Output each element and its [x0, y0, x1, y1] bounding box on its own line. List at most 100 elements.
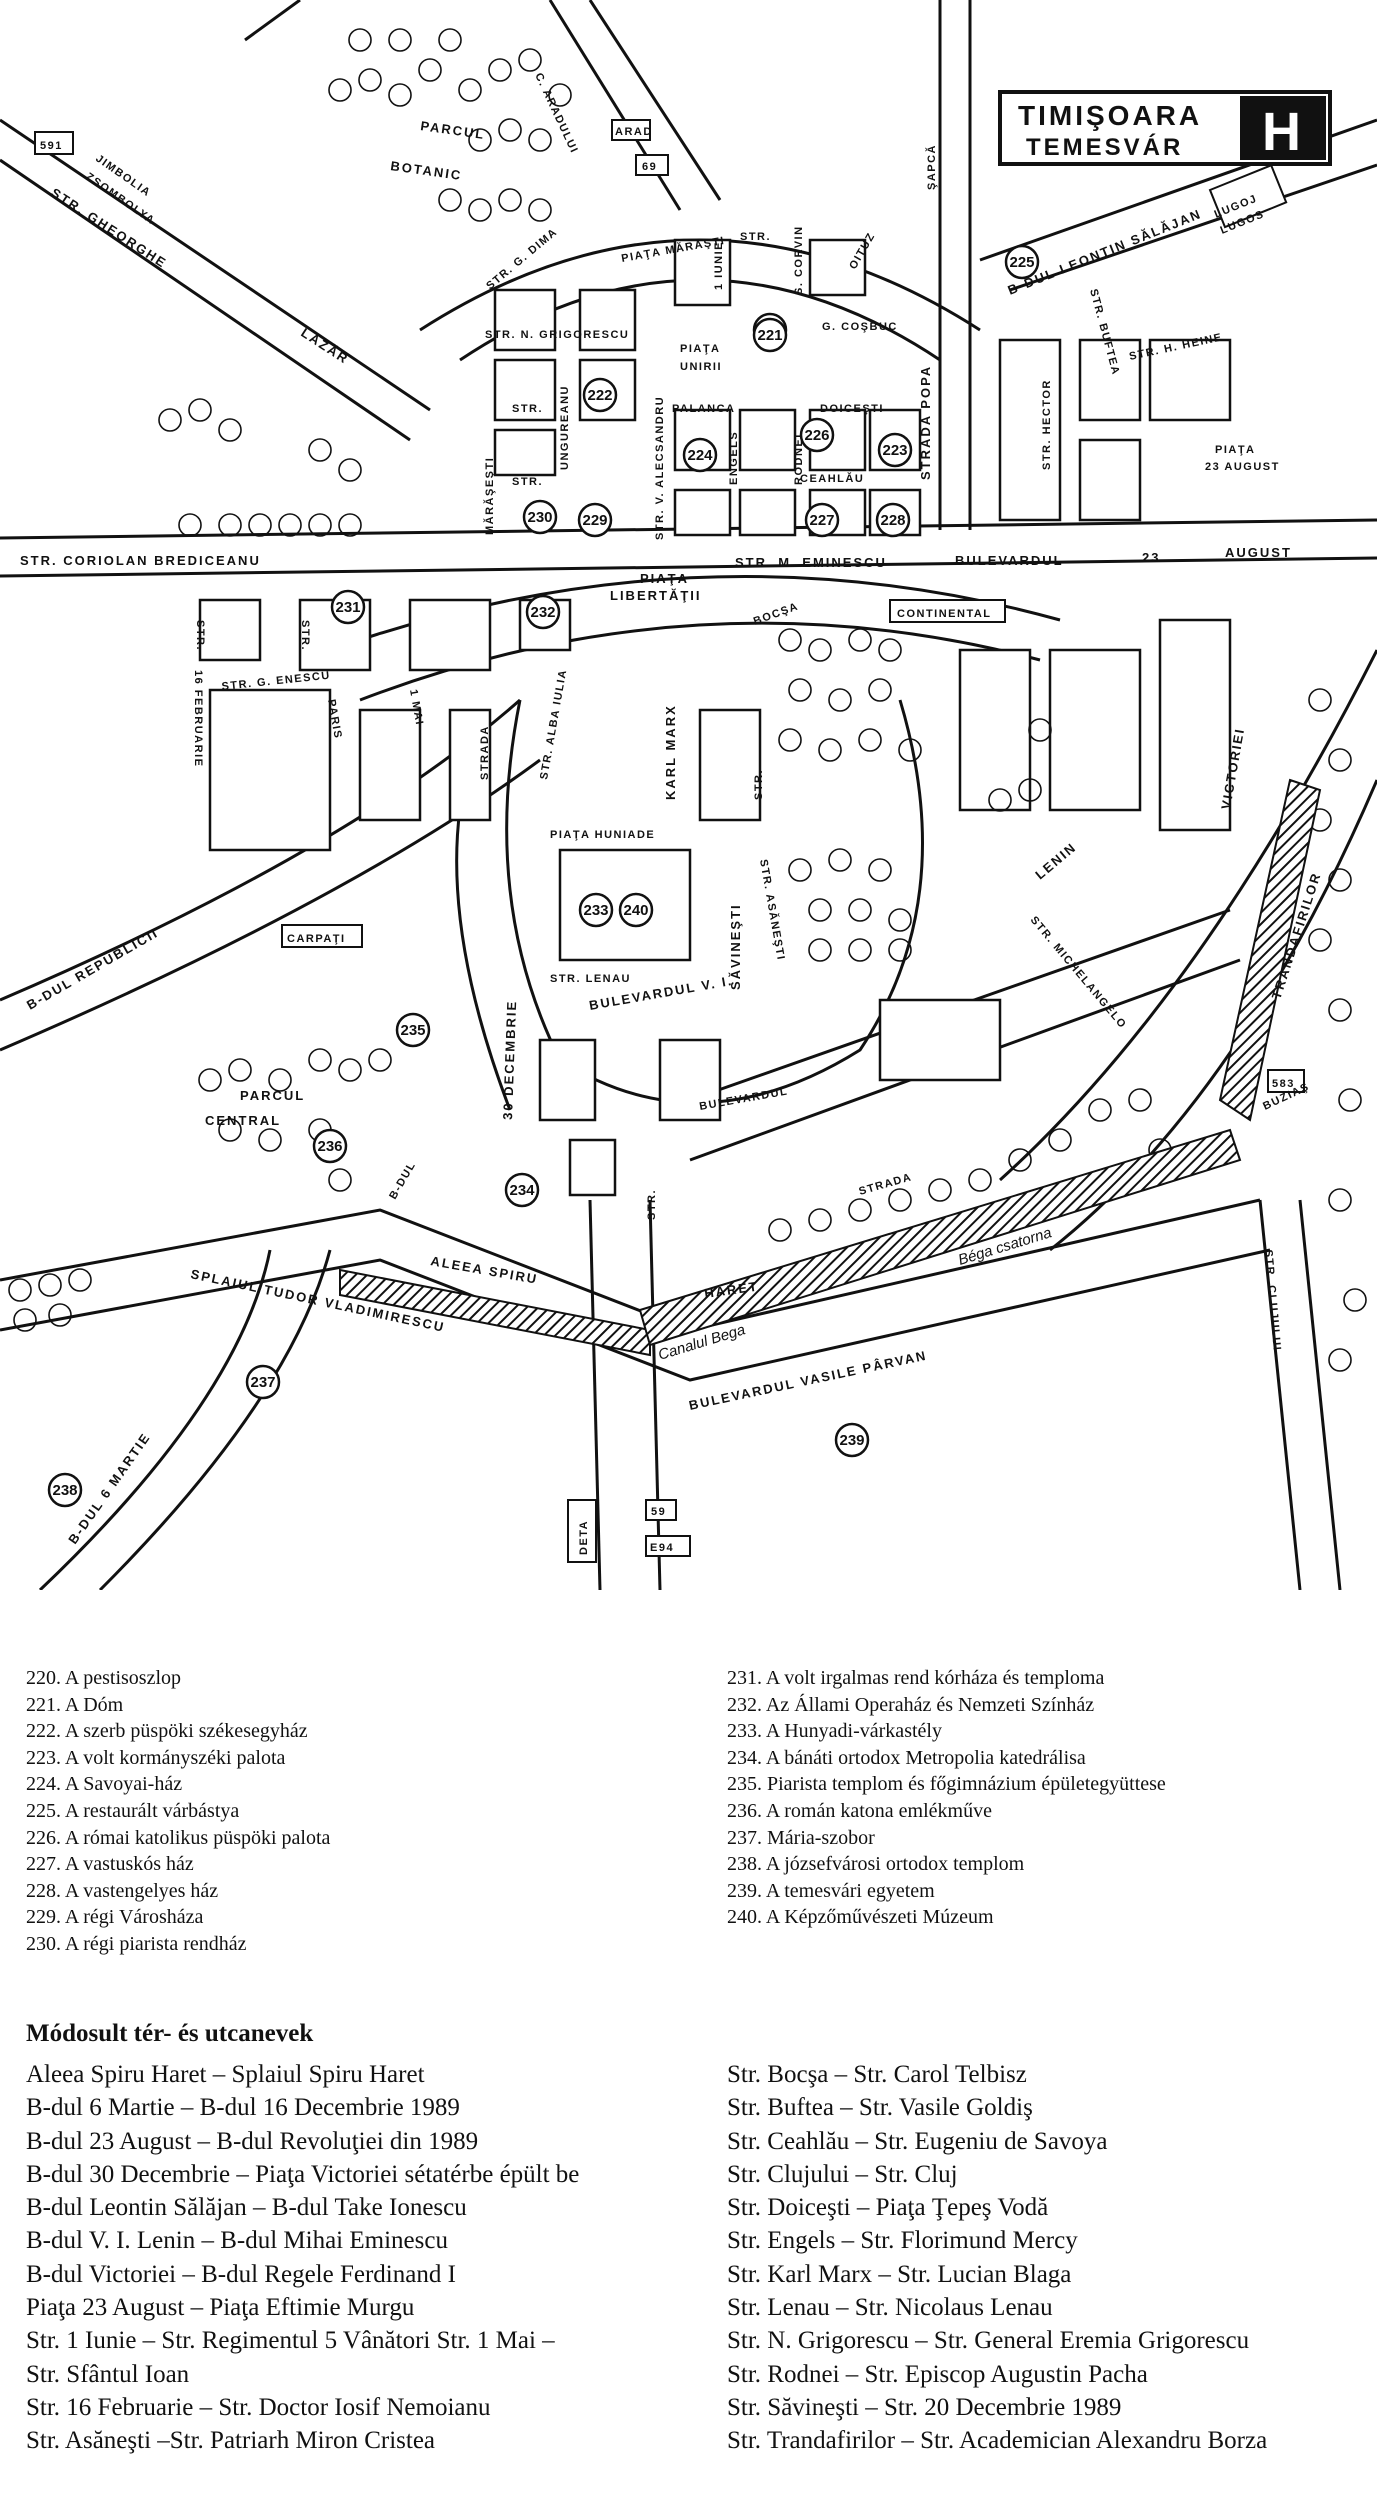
label-august: AUGUST [1225, 545, 1292, 560]
legend-item: 223. A volt kormányszéki palota [26, 1746, 286, 1769]
label-strada-bega: STRADA [858, 1171, 914, 1198]
label-marasesti: MĂRĂŞEŞTI [483, 457, 496, 535]
landmark-number: 227 [809, 512, 834, 529]
label-corvin: S. CORVIN [793, 225, 805, 295]
landmark-marker: 227 [804, 502, 840, 538]
street-change-item: Str. N. Grigorescu – Str. General Eremia… [727, 2327, 1250, 2355]
legend-item: 237. Mária-szobor [727, 1826, 875, 1849]
label-piata-lib-2: LIBERTĂŢII [610, 588, 702, 603]
street-change-item: Str. Ceahlău – Str. Eugeniu de Savoya [727, 2127, 1108, 2155]
title-hu: TEMESVÁR [1026, 133, 1183, 161]
landmark-number: 232 [530, 604, 555, 621]
street-change-item: Str. Lenau – Str. Nicolaus Lenau [727, 2294, 1053, 2322]
label-huniade: PIAŢA HUNIADE [550, 829, 655, 841]
street-change-item: B-dul Leontin Sălăjan – B-dul Take Iones… [26, 2194, 467, 2222]
legend-item: 225. A restaurált várbástya [26, 1799, 240, 1822]
street-change-item: Str. Asăneşti –Str. Patriarh Miron Crist… [26, 2427, 436, 2455]
street-change-item: B-dul Victoriei – B-dul Regele Ferdinand… [26, 2260, 456, 2288]
label-str-marx: STR. [753, 769, 765, 800]
legend-item: 232. Az Állami Operaház és Nemzeti Szính… [727, 1693, 1095, 1716]
landmark-number: 238 [52, 1482, 77, 1499]
label-rodnei: RODNEI [793, 433, 805, 485]
street-change-item: Str. Săvineşti – Str. 20 Decembrie 1989 [727, 2393, 1122, 2421]
landmark-number: 235 [400, 1022, 425, 1039]
label-august-23: 23 AUGUST [1205, 461, 1280, 473]
label-engels: ENGELS [728, 431, 740, 485]
label-botanic: BOTANIC [390, 158, 464, 183]
label-str-bottom: STR. [646, 1189, 658, 1220]
changes-title: Módosult tér- és utcanevek [26, 2020, 314, 2047]
landmark-number: 223 [882, 442, 907, 459]
legend-item: 226. A római katolikus püspöki palota [26, 1826, 331, 1849]
legend-item: 220. A pestisoszlop [26, 1667, 182, 1689]
legend-item: 224. A Savoyai-ház [26, 1773, 183, 1796]
city-map: TIMIŞOARA TEMESVÁR H PARCUL BOTANIC C. A… [0, 0, 1377, 1590]
legend-item: 227. A vastuskós ház [26, 1853, 194, 1876]
landmark-marker: 234 [504, 1172, 540, 1208]
legend-item: 235. Piarista templom és főgimnázium épü… [727, 1773, 1166, 1796]
park-trees [8, 28, 1367, 1372]
label-cosbuc: G. COŞBUC [822, 321, 898, 333]
label-road591: 591 [40, 140, 63, 152]
street-change-item: Str. Rodnei – Str. Episcop Augustin Pach… [727, 2360, 1148, 2388]
label-lenin: LENIN [1032, 839, 1079, 882]
landmark-marker: 232 [525, 594, 561, 630]
label-piata-unirii-2: UNIRII [680, 361, 722, 373]
landmark-marker: 238 [47, 1472, 83, 1508]
street-change-item: Aleea Spiru Haret – Splaiul Spiru Haret [26, 2061, 425, 2088]
street-change-item: Str. Clujului – Str. Cluj [727, 2160, 958, 2188]
label-parvan: BULEVARDUL VASILE PÂRVAN [688, 1348, 929, 1413]
landmark-marker: 239 [834, 1422, 870, 1458]
landmark-marker: 229 [577, 502, 613, 538]
label-road59: 59 [651, 1506, 666, 1518]
street-change-item: B-dul 6 Martie – B-dul 16 Decembrie 1989 [26, 2094, 460, 2122]
label-ungureanu: UNGUREANU [559, 385, 571, 470]
label-clujului: STR. CLUJULUI [1262, 1249, 1283, 1352]
street-change-item: Str. Buftea – Str. Vasile Goldiş [727, 2094, 1033, 2122]
landmark-number: 233 [583, 902, 608, 919]
street-change-item: B-dul 23 August – B-dul Revoluţiei din 1… [26, 2127, 479, 2155]
legend-item: 234. A bánáti ortodox Metropolia katedrá… [727, 1746, 1086, 1769]
label-carpati: CARPAŢI [287, 933, 346, 945]
label-lazar: LAZĂR [298, 325, 351, 367]
label-continental: CONTINENTAL [897, 608, 992, 620]
legend-item: 233. A Hunyadi-várkastély [727, 1720, 942, 1743]
title-ro: TIMIŞOARA [1018, 100, 1202, 131]
landmark-number: 239 [839, 1432, 864, 1449]
street-change-item: Str. Bocşa – Str. Carol Telbisz [727, 2061, 1027, 2088]
legend-item: 221. A Dóm [26, 1693, 124, 1716]
legend-item: 228. A vastengelyes ház [26, 1879, 219, 1902]
street-change-item: Str. 16 Februarie – Str. Doctor Iosif Ne… [26, 2393, 491, 2421]
label-republicii: B-DUL REPUBLICII [24, 925, 161, 1013]
label-decembrie: 30 DECEMBRIE [500, 1000, 519, 1121]
label-piata-23: PIAŢA [1215, 444, 1256, 456]
legend-item: 231. A volt irgalmas rend kórháza és tem… [727, 1667, 1105, 1689]
landmark-marker: 230 [522, 499, 558, 535]
landmark-number: 229 [582, 512, 607, 529]
label-asanesti: STR. ASĂNEŞTI [757, 858, 788, 962]
label-popa: STRADA POPA [918, 365, 933, 480]
label-iunie: 1 IUNIE [713, 241, 725, 290]
label-alba-iulia: STR. ALBA IULIA [538, 668, 569, 781]
label-parcul: PARCUL [420, 118, 487, 142]
label-str-16: STR. [194, 620, 206, 651]
landmark-marker: 237 [245, 1364, 281, 1400]
legend-item: 229. A régi Városháza [26, 1906, 204, 1929]
label-bdul-30: B-DUL [387, 1159, 418, 1201]
label-strada-alba: STRADA [479, 725, 491, 780]
landmark-marker: 223 [877, 432, 913, 468]
street-change-item: Str. Sfântul Ioan [26, 2360, 190, 2388]
landmark-number: 222 [587, 387, 612, 404]
landmark-marker: 224 [682, 437, 718, 473]
landmark-marker: 222 [582, 377, 618, 413]
label-str-paris: STR. [299, 620, 311, 651]
label-alecsandru: STR. V. ALECSANDRU [654, 396, 666, 540]
label-e94: E94 [650, 1542, 674, 1554]
label-savinesti: SĂVINEŞTI [728, 903, 743, 990]
landmark-markers: 2202212222232242252262272282292302312322… [47, 244, 1040, 1508]
street-change-item: Piaţa 23 August – Piaţa Eftimie Murgu [26, 2294, 415, 2322]
landmark-marker: 228 [875, 502, 911, 538]
label-piata-unirii-1: PIAŢA [680, 343, 721, 355]
landmark-number: 221 [757, 327, 782, 344]
